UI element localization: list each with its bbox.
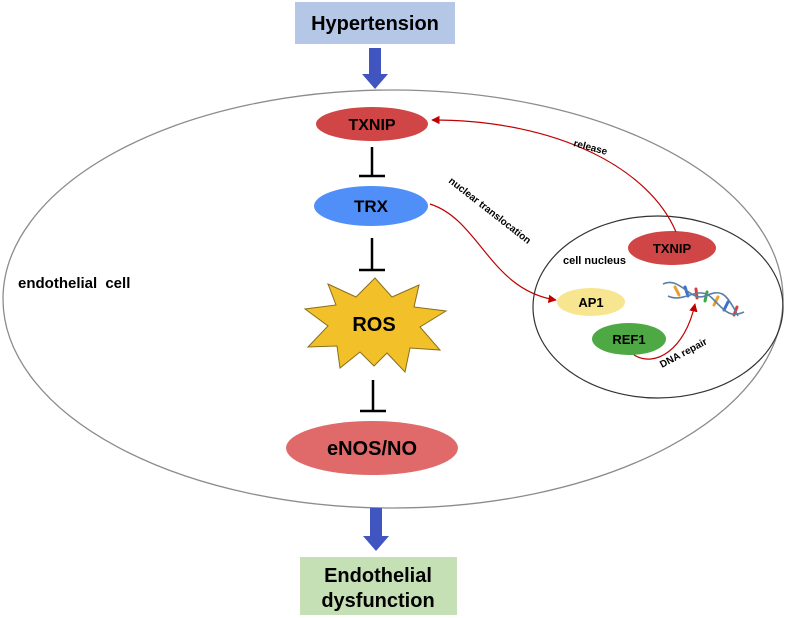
dna-helix-icon [662,281,745,317]
arrow-cell-to-dysfunction [363,508,389,551]
inhibit-trx-ros [359,238,385,272]
nuclear-translocation-label: nuclear translocation [446,176,532,247]
ros-label: ROS [352,314,395,336]
enos-node [286,421,458,475]
endothelial-dysfunction-box [300,557,457,615]
arrow-hypertension-to-cell [362,48,388,89]
inhibit-ros-enos [360,380,386,413]
txnip-nucleus-label: TXNIP [653,241,692,256]
endothelial-dysfunction-line1: Endothelial [324,565,432,587]
inhibit-txnip-trx [359,147,385,178]
nuclear-translocation-arrow [429,203,557,304]
dna-repair-arrow [633,303,698,360]
trx-node [314,186,428,226]
cell-nucleus [532,215,784,399]
ros-node [303,277,448,374]
release-label: release [572,138,609,158]
hypertension-label: Hypertension [311,13,439,35]
hypertension-box [295,2,455,44]
txnip-node [316,107,428,141]
txnip-label: TXNIP [348,117,395,134]
ap1-label: AP1 [578,295,603,310]
txnip-nucleus-node [628,231,716,265]
enos-label: eNOS/NO [327,438,417,460]
ref1-node [592,323,666,355]
endothelial-cell-label: endothelial cell [18,275,130,292]
endothelial-dysfunction-line2: dysfunction [321,590,434,612]
trx-label: TRX [354,197,389,216]
release-arrow [431,115,677,233]
ref1-label: REF1 [612,332,645,347]
cell-nucleus-label: cell nucleus [563,255,626,267]
ap1-node [557,288,625,316]
